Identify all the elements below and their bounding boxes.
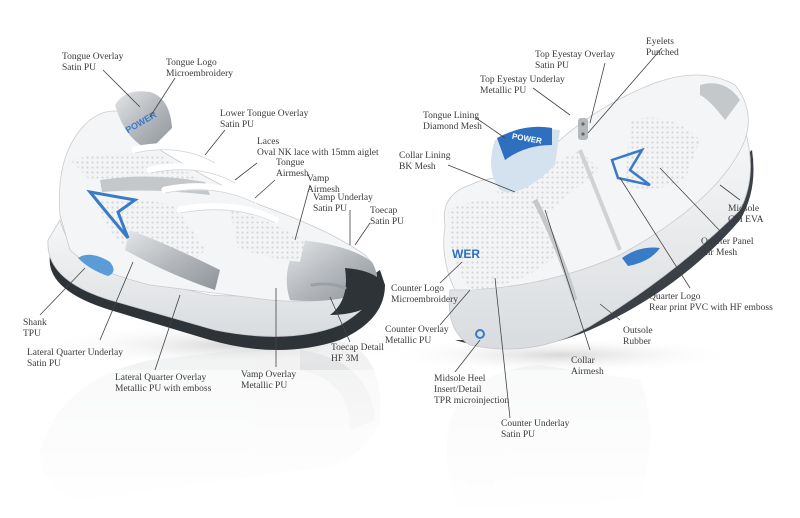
label-laces: Laces Oval NK lace with 15mm aiglet [257,137,379,158]
label-lower-tongue-overlay: Lower Tongue Overlay Satin PU [220,109,309,130]
leader-lower-tongue-overlay [204,129,226,156]
leader-toecap-detail [329,296,351,343]
label-outsole: Outsole Rubber [623,326,653,347]
leader-toecap [354,222,371,246]
label-vamp-underlay: Vamp Underlay Satin PU [313,193,373,214]
leader-midsole [719,184,741,201]
leader-top-eyestay-underlay [532,87,571,116]
label-vamp-overlay: Vamp Overlay Metallic PU [241,370,297,391]
left-shoe: POWER [47,91,386,350]
label-counter-underlay: Counter Underlay Satin PU [501,419,570,440]
label-collar: Collar Airmesh [571,356,604,377]
leader-eyelets [587,47,663,134]
leader-midsole-heel-insert [454,339,481,373]
leader-lateral-quarter-overlay [154,294,181,371]
leader-counter-logo [439,261,463,284]
leader-quarter-panel [659,167,723,234]
label-tongue-lining: Tongue Lining Diamond Mesh [423,111,482,132]
label-eyelets: Eyelets Punched [646,37,679,58]
label-quarter-logo: Quarter Logo Rear print PVC with HF embo… [649,292,773,313]
leader-counter-underlay [494,277,511,419]
leader-top-eyestay-overlay [589,62,606,124]
label-top-eyestay-underlay: Top Eyestay Underlay Metallic PU [480,75,565,96]
leader-counter-overlay [439,289,471,326]
leader-collar-lining [447,164,516,193]
label-counter-logo: Counter Logo Microembroidery [391,284,459,305]
label-lateral-quarter-overlay: Lateral Quarter Overlay Metallic PU with… [115,373,212,394]
leader-outsole [599,303,621,321]
label-shank: Shank TPU [23,318,47,339]
leader-quarter-logo [619,177,691,289]
label-midsole-heel-insert: Midsole Heel Insert/Detail TPR microinje… [434,374,510,406]
leader-shank [39,267,86,316]
right-shoe: POWER WER [443,74,754,350]
label-midsole: Midsole CM EVA [728,204,764,225]
label-collar-lining: Collar Lining BK Mesh [399,151,451,172]
label-lateral-quarter-underlay: Lateral Quarter Underlay Satin PU [27,348,124,369]
label-tongue-overlay: Tongue Overlay Satin PU [62,52,124,73]
label-vamp: Vamp Airmesh [307,174,340,195]
leader-laces [234,162,258,181]
leader-lateral-quarter-underlay [99,261,134,341]
svg-text:WER: WER [452,247,480,261]
leader-tongue-logo [149,77,176,118]
leader-tongue-lining [475,117,506,139]
label-toecap: Toecap Satin PU [370,206,405,227]
label-tongue-logo: Tongue Logo Microembroidery [166,58,234,79]
leader-collar [544,209,591,351]
label-quarter-panel: Quarter Panel Air Mesh [701,237,754,258]
leader-tongue-overlay [102,69,141,108]
label-toecap-detail: Toecap Detail HF 3M [331,343,384,364]
label-tongue: Tongue Airmesh [276,158,309,179]
label-top-eyestay-overlay: Top Eyestay Overlay Satin PU [535,50,616,71]
leader-tongue [254,179,276,199]
label-counter-overlay: Counter Overlay Metallic PU [385,325,449,346]
leader-vamp [294,184,311,241]
